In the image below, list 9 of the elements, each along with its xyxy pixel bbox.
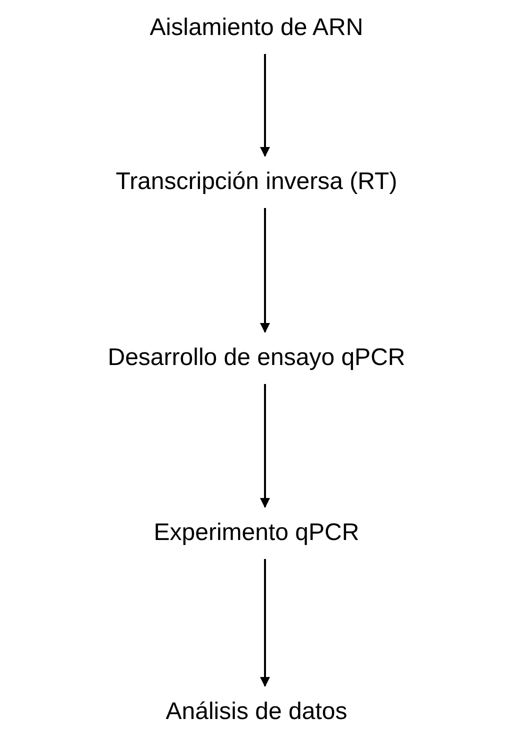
step-label: Experimento qPCR bbox=[154, 518, 360, 548]
step-label: Transcripción inversa (RT) bbox=[116, 167, 398, 197]
arrow bbox=[260, 384, 270, 508]
step-label: Análisis de datos bbox=[166, 697, 348, 727]
step-label: Desarrollo de ensayo qPCR bbox=[108, 343, 406, 373]
step-label: Aislamiento de ARN bbox=[150, 13, 364, 43]
arrow bbox=[260, 54, 270, 157]
arrow bbox=[260, 559, 270, 687]
arrow bbox=[260, 208, 270, 333]
